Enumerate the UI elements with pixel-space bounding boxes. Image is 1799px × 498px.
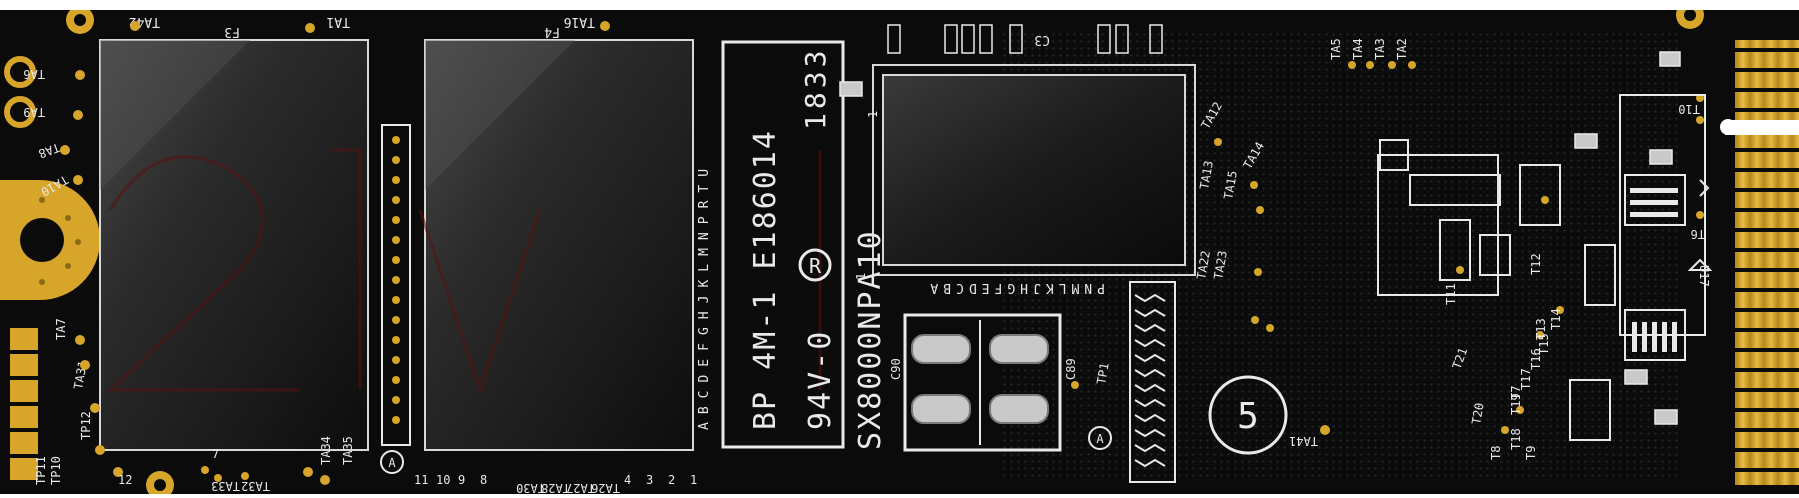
pin-one-mark: 1 <box>866 111 880 118</box>
pad-column <box>381 124 411 446</box>
pin-number: 11 <box>414 473 428 487</box>
pin-number: 1 <box>690 473 697 487</box>
ul-mark-letter: R <box>809 254 822 278</box>
tp-label: TA41 <box>1289 434 1318 448</box>
transistor-label: T14 <box>1549 308 1563 330</box>
circle-number-ring <box>1208 375 1288 455</box>
left-contact-pads <box>10 328 38 480</box>
tp-label: TA3 <box>1373 38 1387 60</box>
transistor-label: T11 <box>1444 283 1458 305</box>
cap-frame <box>903 313 1062 452</box>
controller-chip <box>882 74 1186 266</box>
transistor-label: T20 <box>1469 402 1487 426</box>
pin-number: 12 <box>118 473 132 487</box>
transistor-label: T21 <box>1450 346 1471 371</box>
resistor-strip <box>1129 281 1176 483</box>
tp-label: TP11 <box>34 456 48 485</box>
smd-components <box>839 24 1681 425</box>
transistor-label: T9 <box>1524 446 1538 460</box>
tp-label: TA22 <box>1194 250 1213 281</box>
pin-number: 3 <box>646 473 653 487</box>
tp-label: TA33 <box>211 479 240 493</box>
transistor-label: T16 <box>1529 348 1543 370</box>
label-f4: F4 <box>544 24 560 39</box>
solder-pads <box>911 334 1049 424</box>
tp-label: TA6 <box>23 67 45 81</box>
pin-one-mark: A <box>388 456 396 470</box>
pin-number: 7 <box>212 447 219 461</box>
tp-label: TA27 <box>566 481 595 494</box>
test-point-dots <box>60 21 1704 485</box>
ic-label-u17: U17 <box>1697 265 1711 287</box>
tp-label: TA5 <box>1329 38 1343 60</box>
tp-label: TA26 <box>591 481 620 494</box>
transistor-label: T17 <box>1519 368 1533 390</box>
ul-mark <box>798 248 832 282</box>
marking-model: SX8000NPA10 <box>853 229 888 450</box>
transistor-label: T7 <box>1509 386 1523 400</box>
transistor-label: T8 <box>1489 446 1503 460</box>
tp-label: TA28 <box>541 481 570 494</box>
tp-label: TA23 <box>1211 250 1230 281</box>
mount-hole <box>4 96 36 128</box>
pin-number: 8 <box>480 473 487 487</box>
tp-label: TP10 <box>49 456 63 485</box>
pin-letters-row: PNMLKJHGFEDCBA <box>925 280 1105 295</box>
flash-chip-f4 <box>424 39 694 451</box>
tp-label: TA15 <box>1221 170 1240 201</box>
mount-hole <box>4 56 36 88</box>
ssd-board: BP 4M-1 E186014 94V-0 SX8000NPA10 R 1833… <box>0 10 1799 494</box>
tp-label: TA4 <box>1351 38 1365 60</box>
tp-label: TA30 <box>516 481 545 494</box>
tp-label: TA34 <box>319 436 333 465</box>
tp-label: TP12 <box>79 411 93 440</box>
label-c3: C3 <box>1034 32 1050 47</box>
transistor-label: T15 <box>1537 333 1551 355</box>
transistor-label: T18 <box>1509 428 1523 450</box>
flash-chip-f3 <box>99 39 369 451</box>
tp-label: TP1 <box>1094 362 1112 386</box>
pin-letters-column: ABCDEFGHJKLMNPRTU <box>697 161 712 430</box>
cap-label: C89 <box>1064 358 1078 380</box>
transistor-label: T10 <box>1678 102 1700 116</box>
date-code: 1833 <box>799 47 832 130</box>
tp-label: TA16 <box>564 14 595 29</box>
tp-label: TA8 <box>37 140 62 161</box>
connector-gold-fingers <box>1735 40 1799 120</box>
watermark-outline <box>106 148 822 395</box>
circle-number: 5 <box>1237 396 1259 437</box>
tp-label: TA32 <box>241 479 270 493</box>
pin-number: 2 <box>668 473 675 487</box>
label-f3: F3 <box>224 24 240 39</box>
pin-one-mark: 1 <box>854 273 868 280</box>
tp-label: TA2 <box>1395 38 1409 60</box>
vertical-markings: BP 4M-1 E186014 <box>748 129 783 430</box>
tp-label: TA7 <box>54 318 68 340</box>
tp-label: TA13 <box>1197 160 1216 191</box>
tp-label: TA1 <box>327 14 350 29</box>
pin-one-mark: A <box>1096 432 1104 446</box>
transistor-label: T12 <box>1529 253 1543 275</box>
transistor-label: T19 <box>1509 393 1523 415</box>
marking-ul-code: BP 4M-1 E186014 <box>748 129 783 430</box>
cap-label: C90 <box>889 358 903 380</box>
transistor-label: T13 <box>1534 318 1548 340</box>
pin-number: 9 <box>458 473 465 487</box>
pin-number: 10 <box>436 473 450 487</box>
transistor-label: T6 <box>1691 227 1705 241</box>
pin-number: 4 <box>624 473 631 487</box>
tp-label: TA35 <box>341 436 355 465</box>
marking-frame <box>721 40 845 449</box>
marking-flammability: 94V-0 <box>803 330 838 430</box>
tp-label: TA9 <box>23 105 45 119</box>
